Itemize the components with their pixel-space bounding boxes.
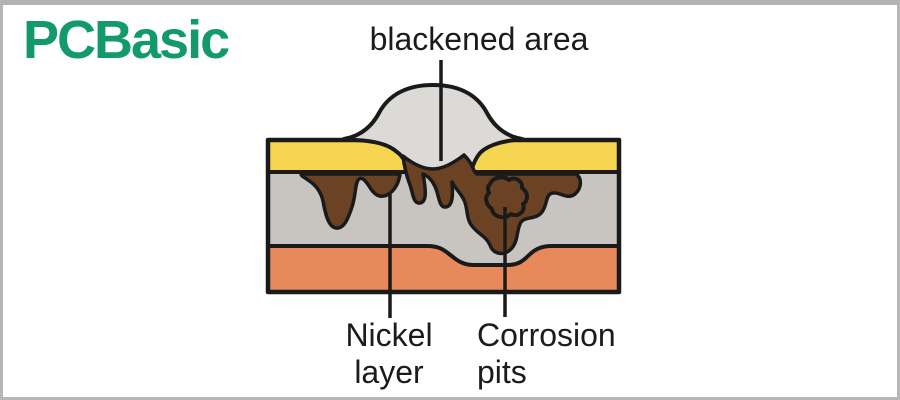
corrosion-pits-label-line1: Corrosion [477, 317, 616, 353]
copper-layer-shape [266, 244, 621, 294]
corrosion-pits-label: Corrosion pits [477, 317, 616, 391]
blackened-area-label: blackened area [369, 21, 589, 57]
corrosion-blob-left [299, 172, 402, 230]
corrosion-pit-outline [484, 175, 529, 220]
nickel-layer-label: Nickel layer [345, 317, 432, 391]
pcbasic-logo: PCBasic [23, 10, 230, 70]
nickel-layer-label-line1: Nickel [345, 317, 433, 353]
nickel-layer-label-line2: layer [354, 354, 424, 390]
corrosion-pits-label-line2: pits [477, 354, 527, 390]
pad-corrosion-diagram [265, 60, 622, 318]
